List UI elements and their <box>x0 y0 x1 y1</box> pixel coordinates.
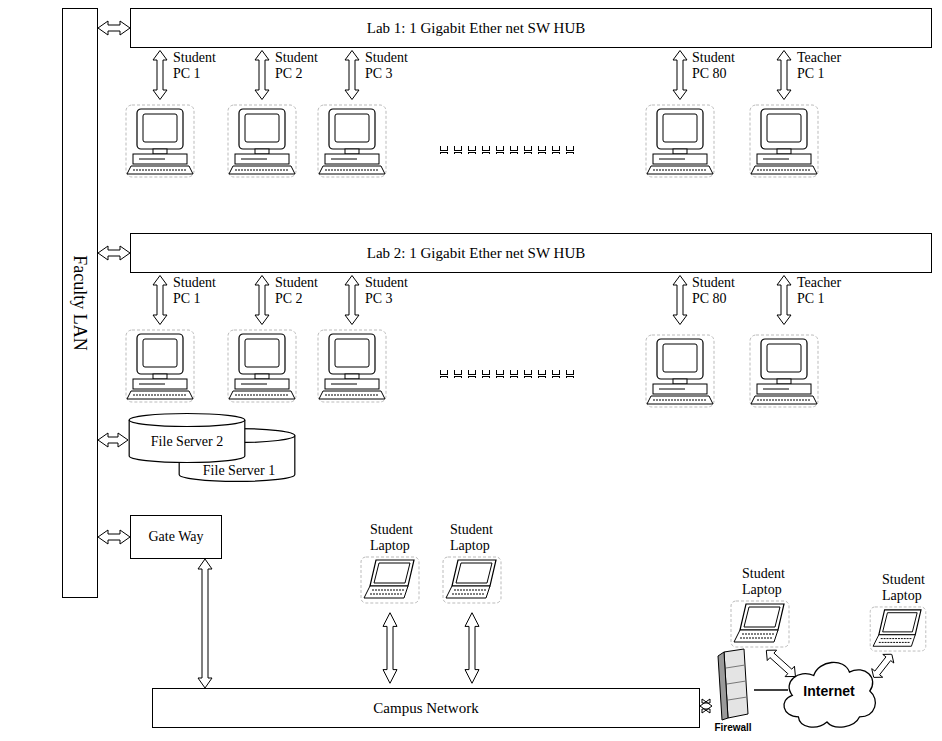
link-arrow <box>198 559 212 688</box>
internet-cloud: Internet <box>778 648 880 734</box>
switch-hub: Lab 1: 1 Gigabit Ether net SW HUB <box>130 8 932 48</box>
link-arrow <box>98 433 128 447</box>
file-server: File Server 2 <box>128 413 246 463</box>
link-arrow <box>98 530 130 544</box>
device-label: Student PC 2 <box>275 275 333 307</box>
node-label: Firewall <box>714 720 751 736</box>
device-label: Student Laptop <box>450 522 508 554</box>
device-label: Student Laptop <box>370 522 428 554</box>
node-label: File Server 1 <box>203 463 275 479</box>
link-arrow <box>98 246 130 260</box>
link-arrow <box>98 21 130 35</box>
lan-bus: Faculty LAN <box>62 8 98 598</box>
device-label: Student PC 3 <box>365 275 423 307</box>
node-label: Gate Way <box>149 529 204 545</box>
node-label: Internet <box>803 683 854 699</box>
node-label: Faculty LAN <box>72 255 88 350</box>
link-arrow <box>754 689 788 690</box>
node-label: Lab 1: 1 Gigabit Ether net SW HUB <box>367 20 585 36</box>
link-arrow <box>700 699 712 713</box>
device-label: Teacher PC 1 <box>797 50 855 82</box>
device-label: Student PC 2 <box>275 50 333 82</box>
device-label: Teacher PC 1 <box>797 275 855 307</box>
device-label: Student Laptop <box>882 572 940 604</box>
node-label: Campus Network <box>373 700 478 716</box>
node-label: Lab 2: 1 Gigabit Ether net SW HUB <box>367 245 585 261</box>
device-label: Student Laptop <box>742 566 800 598</box>
node-label: File Server 2 <box>151 434 223 450</box>
device-label: Student PC 80 <box>692 275 750 307</box>
switch-hub: Lab 2: 1 Gigabit Ether net SW HUB <box>130 233 932 273</box>
device-label: Student PC 1 <box>173 275 231 307</box>
device-label: Student PC 80 <box>692 50 750 82</box>
gateway-box: Gate Way <box>130 515 222 559</box>
firewall: Firewall <box>712 648 754 736</box>
device-label: Student PC 1 <box>173 50 231 82</box>
network-box: Campus Network <box>152 688 700 728</box>
device-label: Student PC 3 <box>365 50 423 82</box>
